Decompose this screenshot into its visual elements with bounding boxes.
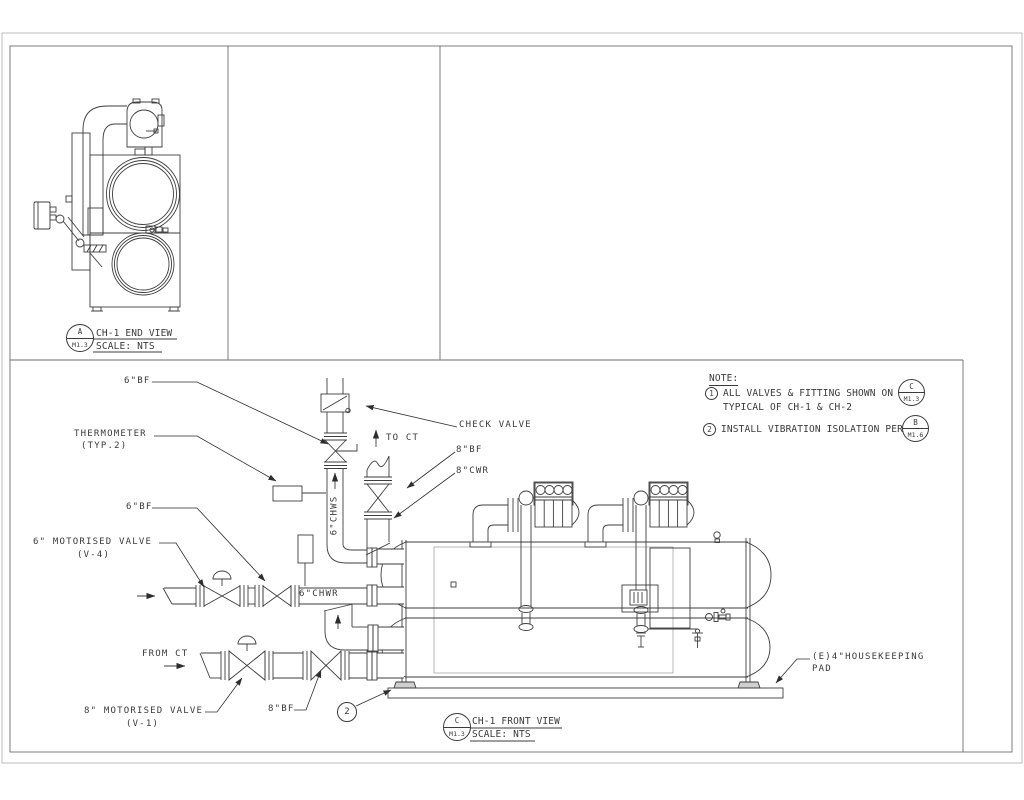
label-cwr8: 8"CWR <box>456 466 490 476</box>
note-1-number: 1 <box>705 387 718 400</box>
end-view-bubble-sheet: M1.3 <box>72 340 88 349</box>
front-view-vessels <box>366 538 772 682</box>
label-bf8-bottom: 8"BF <box>268 704 295 714</box>
note-2-ref-letter: B <box>903 416 928 430</box>
note-1-ref-bubble: C M1.3 <box>898 379 925 406</box>
note-1-ref-letter: C <box>899 380 924 394</box>
label-motorised-valve-8-tag: (V-1) <box>126 719 160 729</box>
note-heading: NOTE: <box>709 373 739 386</box>
end-view-drawing <box>33 98 181 312</box>
label-from-ct: FROM CT <box>142 649 189 659</box>
label-bf6-mid: 6"BF <box>126 502 153 512</box>
label-motorised-valve-6: 6" MOTORISED VALVE <box>33 537 153 547</box>
note-2-ref-bubble: B M1.6 <box>902 415 929 442</box>
note-2-line1: INSTALL VIBRATION ISOLATION PER <box>721 424 903 435</box>
title-underlines <box>93 338 562 742</box>
note-2-number: 2 <box>703 423 716 436</box>
label-thermometer-typ: (TYP.2) <box>81 441 128 451</box>
label-housekeeping-pad-2: PAD <box>812 664 832 674</box>
housekeeping-pad <box>387 681 784 699</box>
leader-lines <box>152 381 810 713</box>
front-view-scale: SCALE: NTS <box>472 729 531 740</box>
front-view-bubble-letter: C <box>444 714 470 728</box>
end-view-bubble: A M1.3 <box>66 324 94 352</box>
label-chwr-pipe: 6"CHWR <box>299 589 339 599</box>
sheet-frame <box>1 32 1023 764</box>
note-2-callout: 2 <box>337 702 357 722</box>
label-thermometer: THERMOMETER <box>74 429 147 439</box>
front-view-title: CH-1 FRONT VIEW <box>472 716 561 727</box>
label-chws-pipe: 6"CHWS <box>329 495 340 536</box>
end-view-bubble-letter: A <box>67 325 93 339</box>
label-bf8-top: 8"BF <box>456 445 483 455</box>
label-check-valve: CHECK VALVE <box>459 420 532 430</box>
control-panel-details <box>450 531 731 648</box>
note-1-line1: ALL VALVES & FITTING SHOWN ON <box>723 388 894 399</box>
label-housekeeping-pad-1: (E)4"HOUSEKEEPING <box>812 652 925 662</box>
front-view-bubble: C M1.3 <box>443 713 471 741</box>
label-motorised-valve-8: 8" MOTORISED VALVE <box>84 706 204 716</box>
note-1-line2: TYPICAL OF CH-1 & CH-2 <box>723 402 853 413</box>
note-2-ref-sheet: M1.6 <box>907 431 924 440</box>
note-1-ref-sheet: M1.3 <box>903 395 920 404</box>
label-bf6-top: 6"BF <box>124 376 151 386</box>
compressor-assemblies <box>469 481 695 631</box>
label-to-ct: TO CT <box>386 433 420 443</box>
label-motorised-valve-6-tag: (V-4) <box>77 550 111 560</box>
end-view-title: CH-1 END VIEW <box>96 328 173 339</box>
end-view-scale: SCALE: NTS <box>96 341 155 352</box>
front-view-bubble-sheet: M1.3 <box>449 729 465 738</box>
piping <box>137 378 392 682</box>
